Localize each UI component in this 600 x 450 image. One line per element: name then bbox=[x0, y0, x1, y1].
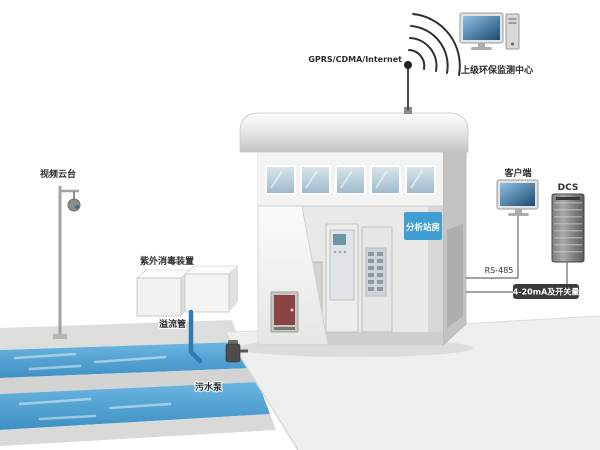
monitor-neck bbox=[515, 209, 522, 213]
window-reflections bbox=[270, 170, 423, 189]
channel-walkway bbox=[0, 368, 258, 394]
ptz-camera-icon bbox=[67, 198, 81, 212]
tower-power-led bbox=[511, 42, 514, 46]
io-badge bbox=[513, 284, 579, 299]
client-label: 客户端 bbox=[503, 167, 531, 179]
pump-label: 污水泵 bbox=[195, 381, 223, 393]
video-ptz-label: 视频云台 bbox=[40, 168, 76, 180]
rack-vent bbox=[556, 197, 580, 200]
antenna-icon: GPRS/CDMA/Internet bbox=[308, 13, 461, 114]
channel-bank-bottom bbox=[0, 414, 276, 446]
window-pane bbox=[335, 165, 366, 195]
window-pane bbox=[300, 165, 331, 195]
antenna-tip bbox=[404, 61, 412, 69]
gprs-label: GPRS/CDMA/Internet bbox=[308, 55, 402, 64]
camera-lens bbox=[75, 205, 79, 209]
control-cabinet-handle bbox=[290, 308, 294, 312]
cabinet-2-terminals bbox=[368, 252, 384, 294]
rack-slats bbox=[554, 202, 582, 258]
monitor-neck bbox=[478, 43, 485, 47]
uv-box-top bbox=[136, 269, 191, 279]
monitor-base bbox=[471, 47, 492, 50]
roof bbox=[239, 112, 469, 153]
overflow-pipe bbox=[188, 309, 203, 364]
pump-body bbox=[225, 343, 241, 363]
side-door bbox=[447, 224, 463, 328]
station-sign-label: 分析站房 bbox=[406, 222, 440, 233]
monitoring-center-label: 上级环保监测中心 bbox=[461, 64, 533, 76]
window-pane bbox=[265, 165, 296, 195]
monitor-screen bbox=[500, 183, 535, 206]
monitor-screen bbox=[463, 16, 500, 40]
station-sign bbox=[404, 212, 442, 240]
antenna-base bbox=[404, 107, 412, 114]
control-cabinet-vent bbox=[274, 327, 295, 330]
cabinet-1-button bbox=[343, 250, 347, 254]
client-computer: 客户端 bbox=[496, 167, 539, 216]
water-ripples bbox=[13, 352, 172, 421]
overflow-label: 溢流管 bbox=[159, 318, 186, 330]
uv-box bbox=[136, 277, 182, 317]
control-cabinet-door bbox=[274, 295, 295, 325]
dcs-label: DCS bbox=[558, 183, 579, 193]
overflow-pipe-icon: 溢流管 bbox=[158, 309, 203, 364]
camera-pole: 视频云台 bbox=[39, 167, 81, 339]
io-badge-label: 4-20mA及开关量 bbox=[513, 287, 580, 297]
station-building: 分析站房 bbox=[237, 112, 473, 357]
window-pane bbox=[370, 165, 401, 195]
pole-base bbox=[53, 334, 67, 339]
sewage-pump-icon: 污水泵 bbox=[194, 340, 248, 394]
monitor-base bbox=[508, 213, 529, 216]
uv-box-side bbox=[229, 266, 238, 312]
signal-arcs-icon bbox=[408, 13, 461, 76]
cabinet-1-display bbox=[333, 234, 346, 245]
cabinet-1-button bbox=[333, 250, 337, 254]
platform bbox=[225, 316, 600, 450]
rs485-label: RS-485 bbox=[485, 266, 514, 275]
wall-cut-edge bbox=[301, 205, 329, 346]
uv-disinfection-units: 紫外消毒装置 bbox=[136, 254, 239, 317]
cabinet-1-button bbox=[338, 250, 342, 254]
uv-label: 紫外消毒装置 bbox=[140, 255, 194, 267]
dcs-rack: DCS bbox=[551, 183, 585, 263]
uv-box bbox=[184, 273, 230, 313]
connection-line-rs485 bbox=[466, 216, 519, 279]
uv-box-top bbox=[184, 265, 239, 275]
window-pane bbox=[405, 165, 436, 195]
connection-lines: RS-485 4-20mA及开关量 bbox=[466, 216, 579, 299]
monitoring-center-computer: 上级环保监测中心 bbox=[459, 12, 533, 76]
windows bbox=[265, 165, 436, 195]
interior-floor bbox=[300, 332, 443, 345]
